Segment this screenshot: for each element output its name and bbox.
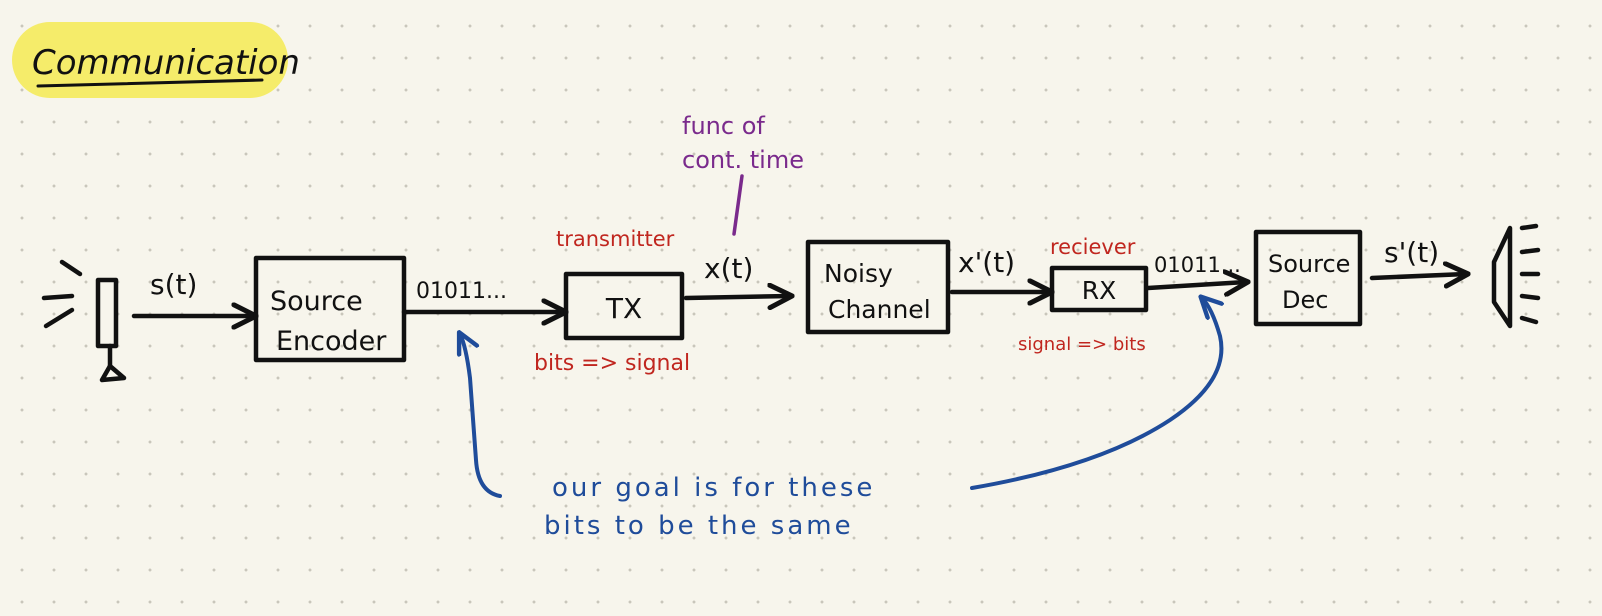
tx-block: TX bbox=[563, 271, 685, 341]
func-pointer-line bbox=[732, 174, 744, 236]
func-annotation: func of cont. time bbox=[682, 112, 804, 236]
arrow-rx-to-dec bbox=[1145, 282, 1246, 288]
signal-s-prime-t: s'(t) bbox=[1384, 236, 1439, 269]
noisy-channel-block: Noisy Channel bbox=[805, 239, 951, 335]
source-encoder-block: Source Encoder bbox=[253, 255, 407, 363]
signal-bits-1: 01011... bbox=[416, 279, 507, 304]
title: Communication bbox=[32, 43, 300, 83]
label-signal-to-bits: signal => bits bbox=[1018, 334, 1146, 355]
source-dec-line1: Source bbox=[1268, 250, 1350, 278]
title-group: Communication bbox=[12, 22, 300, 98]
goal-line2: bits to be the same bbox=[544, 511, 854, 541]
signal-bits-2: 01011... bbox=[1154, 253, 1241, 277]
rx-block: RX bbox=[1049, 265, 1149, 313]
label-bits-to-signal: bits => signal bbox=[534, 351, 690, 376]
goal-annotation: our goal is for these bits to be the sam… bbox=[460, 298, 1221, 541]
signal-x-prime-t: x'(t) bbox=[958, 246, 1015, 279]
func-line1: func of bbox=[682, 112, 765, 140]
rx-label: RX bbox=[1082, 276, 1117, 305]
microphone-icon bbox=[41, 259, 127, 383]
goal-line1: our goal is for these bbox=[552, 473, 875, 503]
source-dec-block: Source Dec bbox=[1253, 229, 1363, 327]
func-line2: cont. time bbox=[682, 146, 804, 174]
speaker-icon bbox=[1491, 223, 1541, 329]
label-reciever: reciever bbox=[1050, 235, 1136, 259]
label-transmitter: transmitter bbox=[556, 227, 675, 251]
goal-arrow-right bbox=[970, 298, 1221, 490]
signal-s-t: s(t) bbox=[150, 268, 197, 301]
goal-arrow-left bbox=[460, 334, 502, 498]
signal-x-t: x(t) bbox=[704, 252, 753, 285]
source-encoder-line2: Encoder bbox=[276, 326, 387, 357]
arrow-dec-to-speaker bbox=[1369, 274, 1466, 278]
title-underline bbox=[36, 78, 264, 88]
source-dec-line2: Dec bbox=[1282, 286, 1328, 314]
arrow-tx-to-channel bbox=[683, 296, 790, 298]
noisy-channel-line1: Noisy bbox=[824, 259, 893, 288]
title-highlight bbox=[12, 22, 288, 98]
source-encoder-line1: Source bbox=[270, 286, 363, 317]
noisy-channel-line2: Channel bbox=[828, 295, 931, 324]
tx-label: TX bbox=[605, 292, 642, 325]
